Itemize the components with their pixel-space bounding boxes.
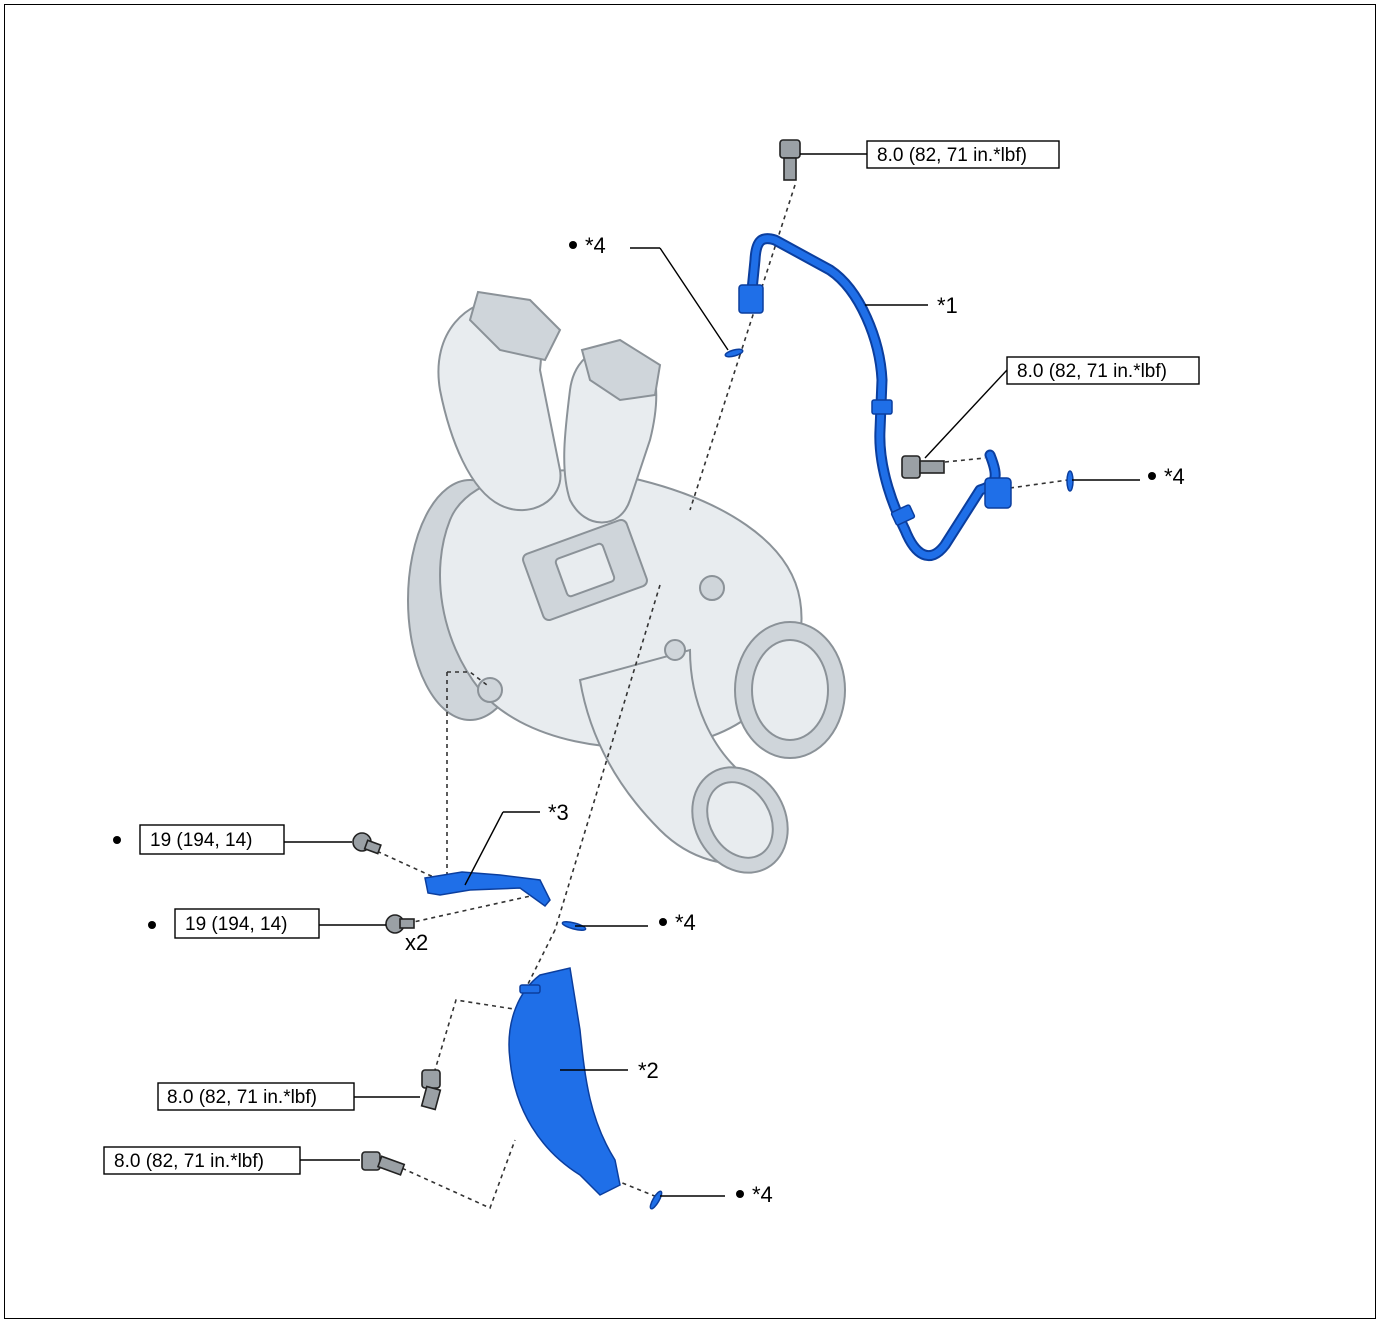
callout-4c: *4 bbox=[575, 910, 696, 935]
bolt-icon bbox=[420, 1069, 442, 1111]
callout-4b: *4 bbox=[1072, 464, 1185, 489]
torque-spec-4: 19 (194, 14) x2 bbox=[148, 908, 428, 955]
bullet-icon bbox=[113, 836, 121, 844]
diagram-frame bbox=[4, 4, 1376, 1319]
bolt-icon bbox=[352, 832, 382, 855]
torque-label: 19 (194, 14) bbox=[150, 830, 252, 851]
part-callout: *1 bbox=[937, 293, 958, 318]
part-callout: *4 bbox=[1164, 464, 1185, 489]
bolt-icon bbox=[361, 1151, 406, 1176]
part-callout: *3 bbox=[548, 800, 569, 825]
quantity-label: x2 bbox=[405, 930, 428, 955]
bolt-icon bbox=[901, 455, 945, 479]
torque-spec-2: 8.0 (82, 71 in.*lbf) bbox=[924, 356, 1200, 459]
torque-label: 8.0 (82, 71 in.*lbf) bbox=[1017, 361, 1167, 382]
part-callout: *2 bbox=[638, 1058, 659, 1083]
bullet-icon bbox=[659, 918, 667, 926]
bullet-icon bbox=[569, 241, 577, 249]
bracket bbox=[424, 871, 551, 908]
callout-3: *3 bbox=[464, 800, 569, 886]
bolts bbox=[352, 139, 945, 1176]
torque-spec-5: 8.0 (82, 71 in.*lbf) bbox=[157, 1082, 420, 1111]
torque-spec-6: 8.0 (82, 71 in.*lbf) bbox=[103, 1146, 360, 1175]
callout-4a: *4 bbox=[569, 233, 729, 351]
part-callout: *4 bbox=[585, 233, 606, 258]
bullet-icon bbox=[736, 1190, 744, 1198]
callout-1: *1 bbox=[865, 293, 958, 318]
torque-label: 19 (194, 14) bbox=[185, 914, 287, 935]
turbocharger-assembly bbox=[407, 290, 846, 874]
guide-lines bbox=[369, 184, 1069, 1210]
bullet-icon bbox=[1148, 472, 1156, 480]
torque-spec-1: 8.0 (82, 71 in.*lbf) bbox=[800, 140, 1060, 169]
callout-4d: *4 bbox=[660, 1182, 773, 1207]
torque-spec-3: 19 (194, 14) bbox=[113, 824, 352, 855]
bolt-icon bbox=[779, 139, 801, 181]
bolt-icon bbox=[385, 914, 415, 934]
oil-pipe-upper bbox=[724, 233, 1074, 562]
callout-2: *2 bbox=[560, 1058, 659, 1083]
torque-label: 8.0 (82, 71 in.*lbf) bbox=[167, 1087, 317, 1108]
part-callout: *4 bbox=[675, 910, 696, 935]
torque-label: 8.0 (82, 71 in.*lbf) bbox=[877, 145, 1027, 166]
torque-label: 8.0 (82, 71 in.*lbf) bbox=[114, 1151, 264, 1172]
part-callout: *4 bbox=[752, 1182, 773, 1207]
oil-pipe-lower bbox=[508, 921, 663, 1210]
bullet-icon bbox=[148, 921, 156, 929]
